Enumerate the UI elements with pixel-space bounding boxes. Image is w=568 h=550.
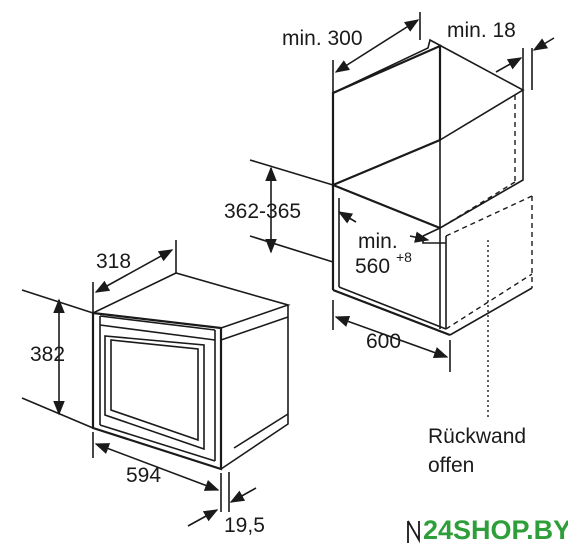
label-niche-depth-prefix: min. [358, 230, 398, 253]
label-front-offset: 19,5 [224, 514, 265, 537]
label-oven-depth: 318 [96, 250, 131, 273]
niche-cabinet [331, 183, 533, 337]
label-niche-depth-tolerance: +8 [396, 249, 412, 265]
dimension-cabinet-depth: min. 300 [282, 12, 421, 93]
label-cabinet-depth: min. 300 [282, 27, 363, 50]
label-oven-width: 594 [126, 464, 161, 487]
label-niche-depth-value: 560 [355, 255, 390, 278]
dimension-oven-height: 382 [21, 289, 94, 429]
label-back-wall: Rückwand [428, 425, 526, 448]
label-oven-height: 382 [30, 343, 65, 366]
dimension-side-gap: min. 18 [447, 19, 555, 90]
watermark: 24SHOP.BY [407, 515, 568, 545]
dimension-front-offset: 19,5 [187, 472, 265, 537]
dimension-niche-depth: min. 560 +8 [337, 211, 430, 278]
label-side-gap: min. 18 [447, 19, 516, 42]
oven [91, 272, 291, 471]
dimension-niche-height: 362-365 [224, 159, 334, 263]
label-niche-width: 600 [366, 330, 401, 353]
label-back-wall-state: offen [428, 454, 474, 477]
dimension-oven-depth: 318 [92, 240, 177, 313]
watermark-text: 24SHOP.BY [423, 515, 568, 545]
upper-cabinet [331, 38, 525, 229]
back-wall-note: Rückwand offen [428, 240, 526, 477]
dimension-oven-width: 594 [92, 432, 222, 512]
dimension-niche-width: 600 [332, 300, 451, 372]
label-niche-height: 362-365 [224, 200, 301, 223]
